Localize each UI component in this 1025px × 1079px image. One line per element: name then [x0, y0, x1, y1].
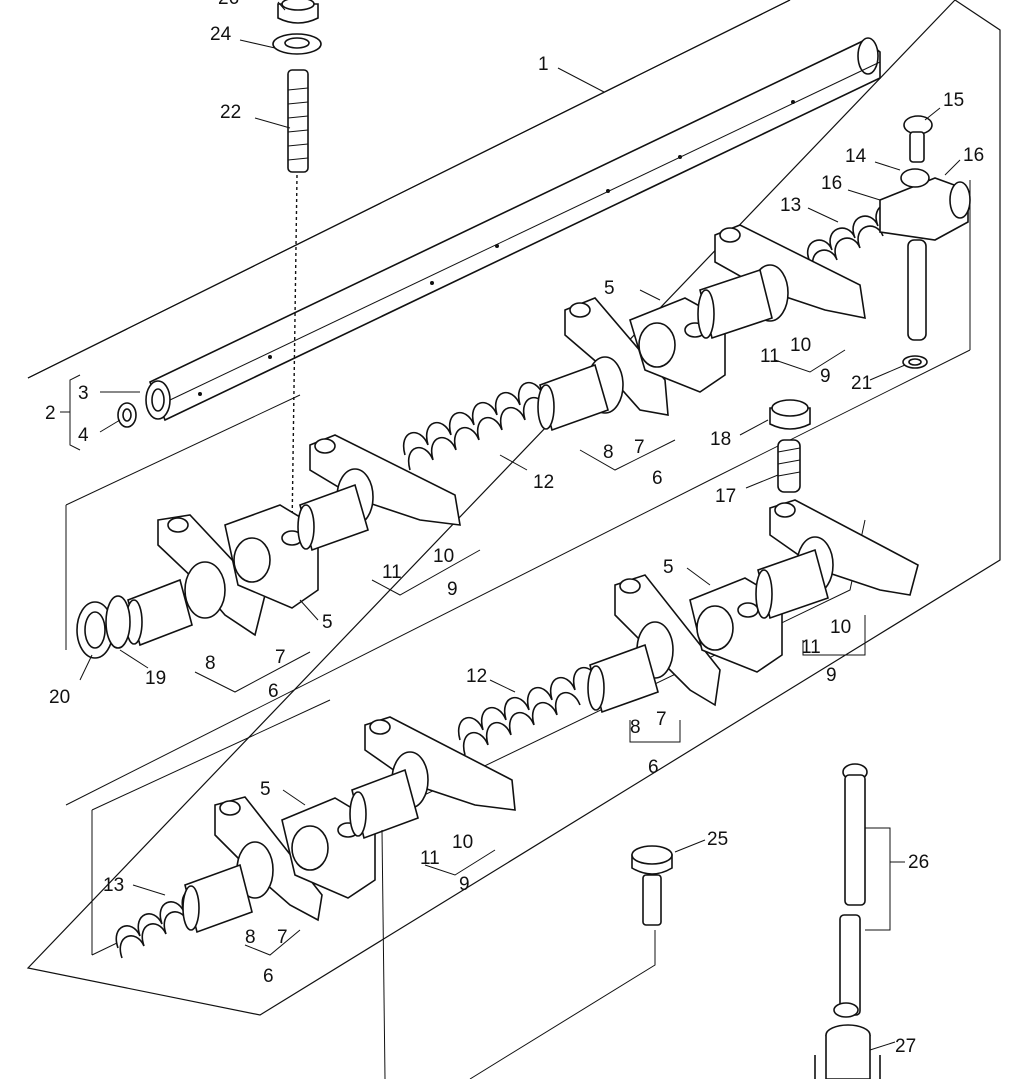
spring-12-upper [402, 381, 549, 471]
label-16a: 16 [963, 145, 984, 166]
ring-21 [902, 355, 928, 369]
label-11c: 11 [801, 637, 821, 658]
label-9a: 9 [820, 366, 831, 387]
label-12b: 12 [466, 666, 487, 687]
label-6c: 6 [648, 757, 659, 778]
bushing-11-upper-right [697, 268, 773, 340]
label-13a: 13 [780, 195, 801, 216]
label-8c: 8 [630, 717, 641, 738]
label-10b: 10 [433, 546, 454, 567]
outer-boundary-path [26, 0, 1001, 1016]
pushrod-26 [833, 763, 868, 1018]
label-8b: 8 [205, 653, 216, 674]
bushing-8-lower-left [182, 863, 253, 934]
label-10d: 10 [452, 832, 473, 853]
label-7c: 7 [656, 709, 667, 730]
bushing-8-upper-right [537, 363, 609, 432]
label-11b: 11 [382, 562, 402, 583]
bushing-11-lower-right [755, 548, 829, 620]
label-17: 17 [715, 486, 736, 507]
rocker-shaft [145, 37, 881, 422]
label-14: 14 [845, 146, 867, 167]
label-5a: 5 [604, 278, 615, 299]
lower-stud-axis [381, 829, 386, 1079]
label-27: 27 [895, 1036, 916, 1057]
label-6a: 6 [652, 468, 663, 489]
washer-24 [272, 33, 322, 55]
label-12a: 12 [533, 472, 554, 493]
callout-labels: 1 2 3 4 24 22 26 5 5 5 5 6 6 6 6 7 7 7 7… [45, 0, 984, 1057]
label-24: 24 [210, 24, 232, 45]
label-20: 20 [49, 687, 70, 708]
bushing-11-lower [349, 768, 419, 840]
label-25: 25 [707, 829, 728, 850]
label-9b: 9 [447, 579, 458, 600]
label-11a: 11 [760, 346, 780, 367]
label-26-top: 26 [218, 0, 239, 9]
spring-12-lower [457, 666, 599, 756]
label-6b: 6 [268, 681, 279, 702]
label-8d: 8 [245, 927, 256, 948]
bolt-25 [631, 845, 673, 926]
bracket-5-upper-left [224, 504, 319, 609]
rocker-arm-lower-7 [614, 574, 721, 707]
label-7a: 7 [634, 437, 645, 458]
label-13b: 13 [103, 875, 124, 896]
label-19: 19 [145, 668, 166, 689]
label-10a: 10 [790, 335, 811, 356]
label-3: 3 [78, 383, 89, 404]
nut-18 [769, 399, 811, 430]
stud-17 [777, 439, 801, 493]
label-11d: 11 [420, 848, 440, 869]
label-9d: 9 [459, 874, 470, 895]
rocker-arm-upper-left [157, 514, 266, 637]
label-9c: 9 [826, 665, 837, 686]
circlip-20 [76, 601, 114, 659]
screw-15 [903, 115, 933, 163]
label-8a: 8 [603, 442, 614, 463]
label-21: 21 [851, 373, 872, 394]
nut-top [277, 0, 319, 24]
label-5b: 5 [322, 612, 333, 633]
label-15: 15 [943, 90, 964, 111]
bushing-8-lower-right [587, 643, 659, 714]
label-7d: 7 [277, 927, 288, 948]
label-1: 1 [538, 54, 549, 75]
bolt-25-axis [469, 930, 656, 1079]
label-5c: 5 [663, 557, 674, 578]
shaft-plug [117, 402, 137, 428]
end-support-14 [879, 168, 971, 341]
label-18: 18 [710, 429, 731, 450]
label-10c: 10 [830, 617, 851, 638]
label-26: 26 [908, 852, 929, 873]
label-2: 2 [45, 403, 56, 424]
spring-13-upper [807, 203, 902, 273]
label-6d: 6 [263, 966, 274, 987]
washer-19 [105, 595, 131, 649]
label-5d: 5 [260, 779, 271, 800]
bushing-8-upper-left [125, 578, 193, 647]
stud-axis-line [291, 174, 298, 531]
tappet-27 [814, 1024, 881, 1079]
leader-lines [60, 1, 961, 1051]
stud-22 [287, 69, 309, 173]
label-4: 4 [78, 425, 89, 446]
bushing-11-upper [297, 483, 369, 552]
rocker-arm-lower-left [214, 796, 323, 922]
label-22: 22 [220, 102, 241, 123]
upper-group-boundary [65, 180, 971, 806]
label-7b: 7 [275, 647, 286, 668]
label-16b: 16 [821, 173, 842, 194]
